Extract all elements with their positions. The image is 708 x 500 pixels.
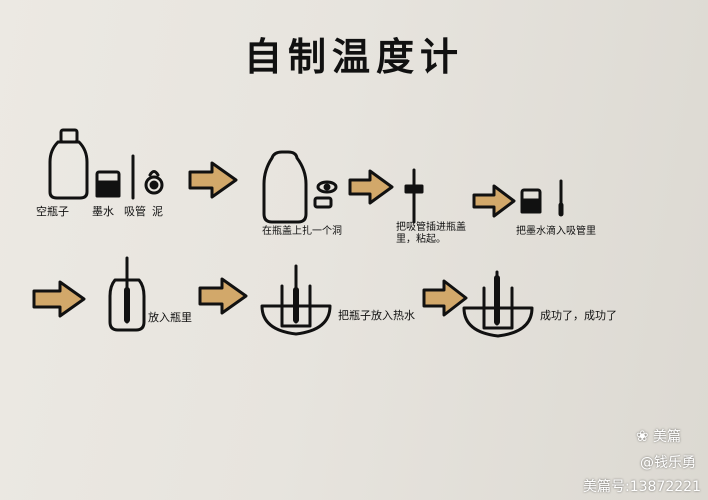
arrow-1 — [188, 161, 238, 199]
cap-with-straw-icon — [404, 168, 424, 224]
ink-bottle-icon — [95, 170, 121, 198]
label-insert-straw: 把吸管插进瓶盖里，粘起。 — [396, 222, 466, 245]
arrow-2 — [348, 169, 394, 205]
watermark-brand-text: 美篇 — [653, 429, 682, 445]
arrow-5 — [198, 277, 248, 315]
label-empty-bottle: 空瓶子 — [36, 205, 69, 218]
watermark-author: @钱乐勇 — [640, 455, 696, 471]
rising-ink-icon — [462, 270, 534, 338]
bottle-with-hole-icon — [262, 150, 308, 224]
label-done: 成功了，成功了 — [540, 309, 617, 322]
ink-and-straw-icon — [520, 179, 564, 217]
label-ink: 墨水 — [92, 205, 114, 218]
cap-and-clay-icon — [313, 180, 338, 209]
watermark-id: 美篇号:13872221 — [583, 479, 701, 495]
label-into-bottle: 放入瓶里 — [148, 311, 192, 324]
label-drop-ink: 把墨水滴入吸管里 — [516, 226, 596, 237]
arrow-6 — [422, 279, 468, 317]
clay-icon — [144, 170, 164, 195]
brand-logo-icon: ❀ — [636, 427, 649, 445]
label-poke-hole: 在瓶盖上扎一个洞 — [262, 226, 342, 237]
arrow-4 — [32, 280, 86, 318]
bottle-in-water-icon — [260, 264, 332, 336]
empty-bottle-icon — [48, 128, 89, 200]
label-straw: 吸管 — [124, 205, 146, 218]
page-title: 自制温度计 — [243, 34, 464, 79]
watermark-brand: ❀ 美篇 — [636, 426, 681, 446]
bottle-with-straw-icon — [108, 256, 146, 332]
label-clay: 泥 — [152, 205, 163, 218]
arrow-3 — [472, 184, 516, 218]
label-into-hot-water: 把瓶子放入热水 — [338, 309, 415, 322]
